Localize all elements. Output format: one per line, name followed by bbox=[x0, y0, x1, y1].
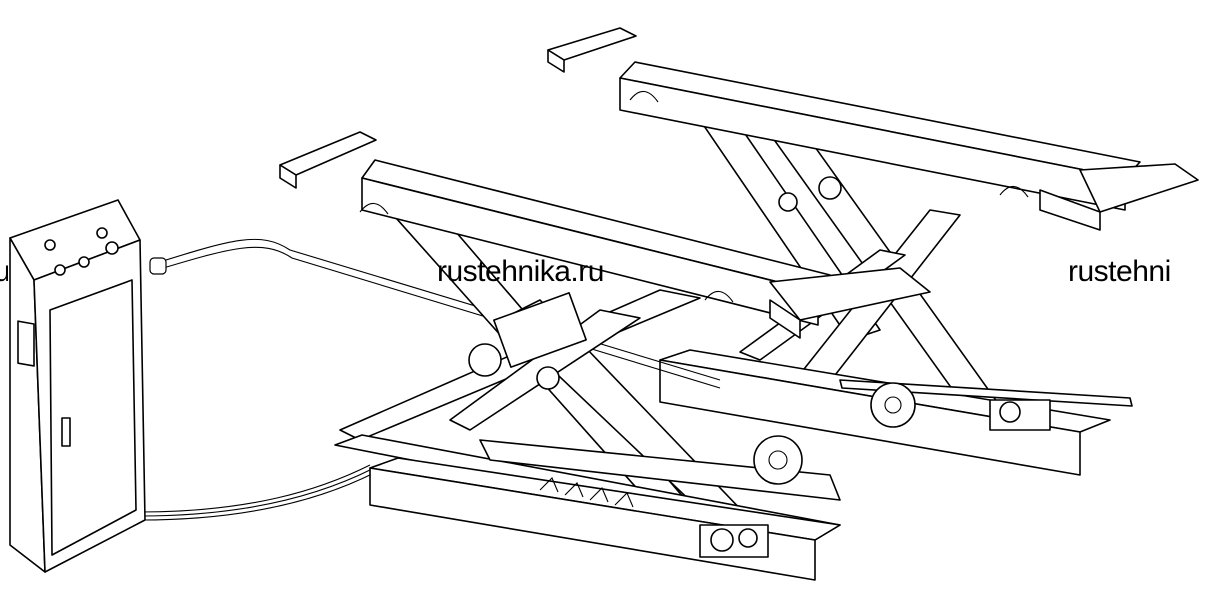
safety-lock-teeth bbox=[539, 477, 634, 508]
front-rollers bbox=[699, 435, 803, 558]
control-cabinet bbox=[9, 199, 146, 573]
watermark-right: rustehni bbox=[1068, 257, 1171, 287]
hydraulic-hoses bbox=[139, 238, 721, 521]
watermark-left: u bbox=[0, 257, 8, 287]
watermark-center: rustehnika.ru bbox=[437, 255, 604, 288]
front-platform bbox=[279, 131, 931, 339]
rear-rollers bbox=[870, 382, 1051, 431]
rear-platform bbox=[547, 27, 1199, 231]
